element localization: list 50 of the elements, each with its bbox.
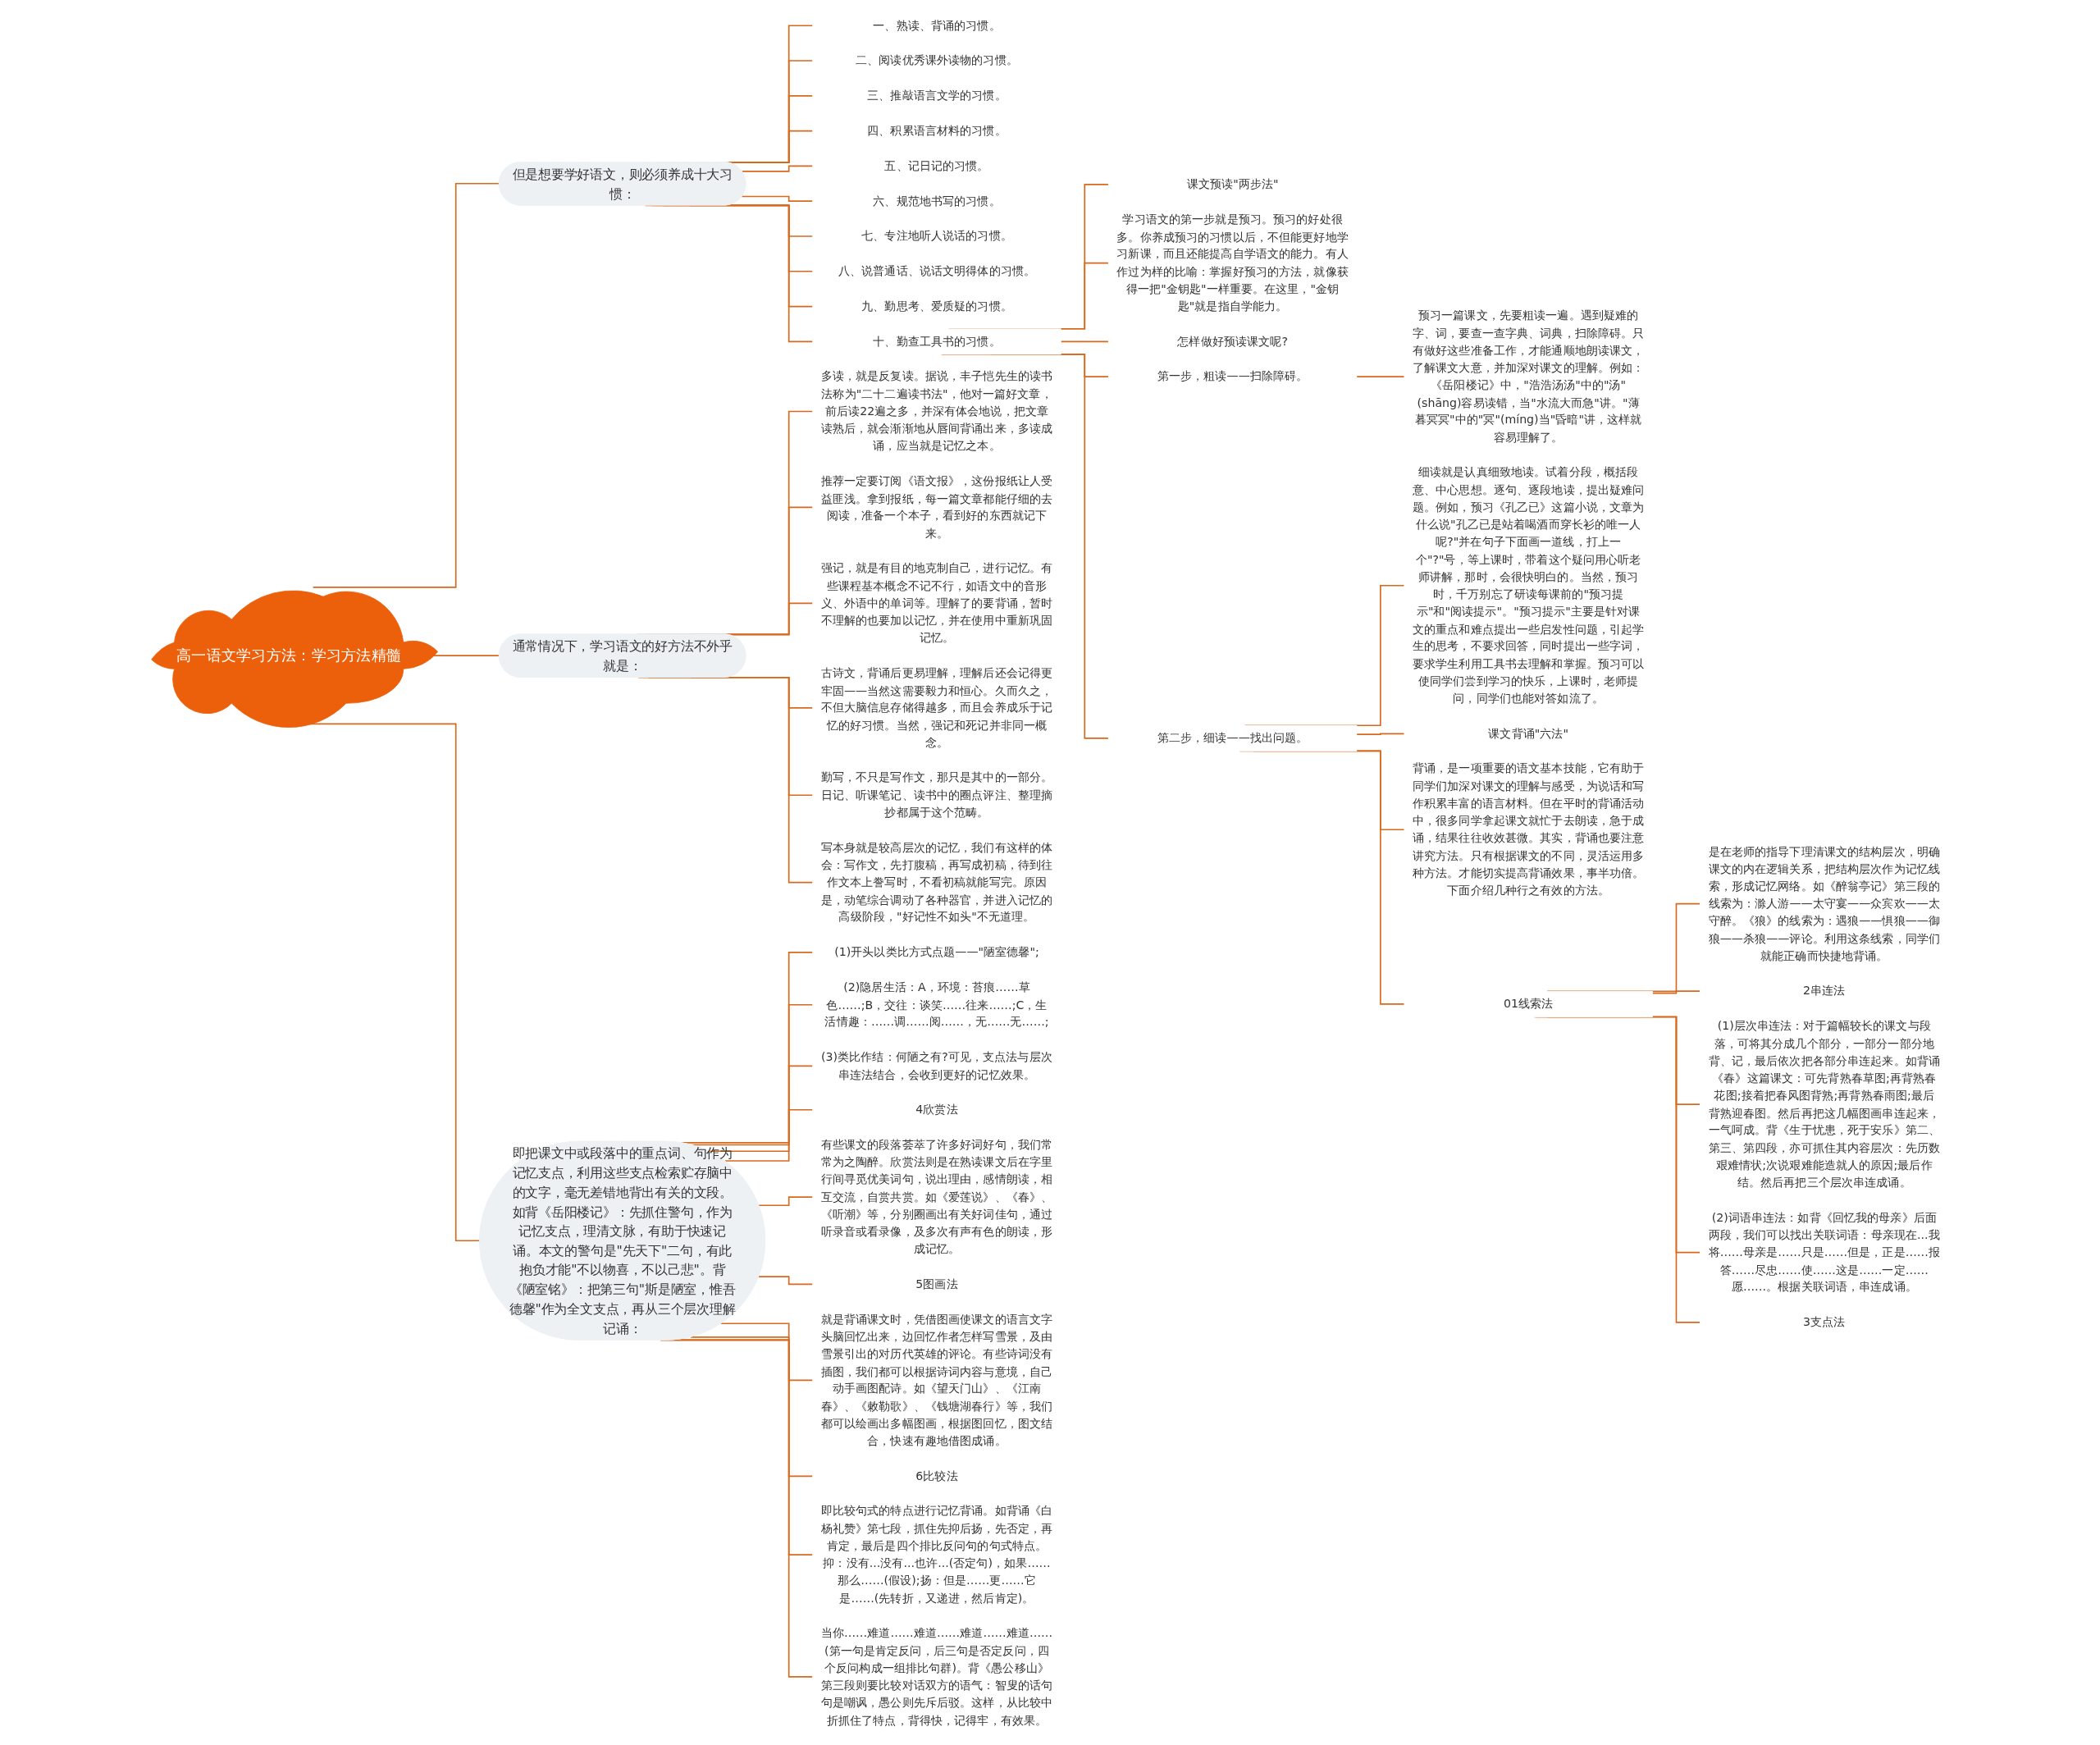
node-text: (2)隐居生活：A，环境：苔痕……草色……;B，交往：谈笑……往来……;C，生活情趣：……调……阅……，无……无……; [824,980,1049,1029]
node-text: 2串连法 [1803,983,1846,998]
connector [758,1195,814,1206]
connector [758,1275,814,1285]
node-text: 二、阅读优秀课外读物的习惯。 [856,53,1019,67]
node-text: 细读就是认真细致地读。试着分段，概括段意、中心思想。逐句、逐段地读，提出疑难问题。例如，预习《孔乙已》这篇小说，文章为什么说"孔乙已是站着喝酒而穿长衫的唯一人呢?"并在句子下面画一道线，打上一个"?"号，等上课时，带着这个疑问用心听老师讲解，那时，会很快明白的。当然，预习时，千万别忘了研读每课前的"预习提示"和"阅读提示"。"预习提示"主要是针对课文的重点和难点提出一些启发性问题，引起学生的思考，不要求回答，同时提出一些字词，要求学生利用工具书去理解和掌握。预习可以使同学们尝到学习的快乐，上课时，老师提问，同学们也能对答如流了。 [1413,464,1645,705]
node-text: 九、勤思考、爱质疑的习惯。 [861,299,1012,313]
node-text: 五、记日记的习惯。 [884,158,989,172]
connector [741,165,814,172]
node-text: 是在老师的指导下理清课文的结构层次，明确课文的内在逻辑关系，把结构层次作为记忆线索，形成记忆网络。如《醉翁亭记》第三段的线索为：滁人游——太守宴——众宾欢——太守醉。《狼》的线索为：遇狼——惧狼——御狼——杀狼——评论。利用这条线索，同学们就能正确而快捷地背诵。 [1708,843,1941,962]
connector [1356,732,1405,735]
node-text: 六、规范地书写的习惯。 [873,193,1001,208]
node-text: 怎样做好预读课文呢? [1177,333,1289,348]
node-text: 第一步，粗读——扫除障碍。 [1157,368,1308,383]
node-text: 有些课文的段落荟萃了许多好词好句，我们常常为之陶醉。欣赏法则是在熟读课文后在字里行间寻觅优美词句，说出理由，感情朗读，相互交流，自赏共赏。如《爱莲说》、《春》、《听潮》等，分别圈画出有关好词佳句，通过听录音或看录像，及多次有声有色的朗读，形成记忆。 [820,1137,1053,1255]
node-text: 八、说普通话、说话文明得体的习惯。 [838,263,1036,277]
connector [1651,989,1701,994]
node-text: 勤写，不只是写作文，那只是其中的一部分。日记、听课笔记、读书中的圈点评注、整理摘抄都属于这个范畴。 [820,770,1053,819]
node-text: 预习一篇课文，先要粗读一遍。遇到疑难的字、词，要查一查字典、词典，扫除障碍。只有做好这些准备工作，才能通顺地朗读课文，了解课文大意，并加深对课文的理解。例如：《岳阳楼记》中，"浩浩汤汤"中的"汤"(shāng)容易读错，当"水流大而急"讲。"薄暮冥冥"中的"冥"(míng)当"昏暗"讲，这样就容易理解了。 [1413,308,1645,444]
node-text: 3支点法 [1803,1314,1846,1329]
node-text: 背诵，是一项重要的语文基本技能，它有助于同学们加深对课文的理解与感受，为说话和写作积累丰富的语言材料。但在平时的背诵活动中，很多同学拿起课文就忙于去朗读，急于成诵，结果往往收效甚微。其实，背诵也要注意讲究方法。只有根据课文的不同，灵活运用多种方法。才能切实提高背诵效果，事半功倍。下面介绍几种行之有效的方法。 [1413,761,1645,897]
node-text: 三、推敲语言文学的习惯。 [867,88,1007,102]
node-text: 七、专注地听人说话的习惯。 [861,228,1012,243]
node-text: 5图画法 [915,1277,958,1290]
connector [1356,375,1405,377]
node-text: 课文预读"两步法" [1186,176,1279,191]
connector [637,676,814,883]
node-text: 课文背诵"六法" [1488,725,1569,740]
node-text: 强记，就是有目的地克制自己，进行记忆。有些课程基本概念不记不行，如语文中的音形义、外语中的单词等。理解了的要背诵，暂时不理解的也要加以记忆，并在使用中重新巩固记忆。 [820,560,1053,644]
node-text: 四、积累语言材料的习惯。 [867,123,1007,137]
node-text: 当你……难道……难道……难道……难道……(第一句是肯定反问，后三句是否定反问，四个反问构成一组排比句群)。背《愚公移山》第三段则要比较对话双方的语气：智叟的话句句是嘲讽，愚公则先斥后驳。这样，从比较中折抓住了特点，背得快，记得牢，有效果。 [820,1625,1053,1726]
node-text: (1)开头以类比方式点题——"陋室德馨"; [834,944,1039,958]
node-text: 学习语文的第一步就是预习。预习的好处很多。你养成预习的习惯以后，不但能更好地学习新课，而且还能提高自学语文的能力。有人作过为样的比喻：掌握好预习的方法，就像获得一把"金钥匙"一样重要。在这里，"金钥匙"就是指自学能力。 [1116,212,1349,313]
connector [313,182,500,588]
connector [690,1336,814,1477]
node-text: 多读，就是反复读。据说，丰子恺先生的读书法称为"二十二遍读书法"，他对一篇好文章，前后读22遍之多，并深有体会地说，把文章读熟后，就会渐渐地从唇间背诵出来，多读成诵，应当就是记忆之本。 [820,368,1053,453]
node-text: 推荐一定要订阅《语文报》，这份报纸让人受益匪浅。拿到报纸，每一篇文章都能仔细的去阅读，准备一个本子，看到好的东西就记下来。 [820,473,1053,540]
node-text: 即比较句式的特点进行记忆背诵。如背诵《白杨礼赞》第七段，抓住先抑后扬，先否定，再肯定，最后是四个排比反问句的句式特点。抑：没有...没有...也许...(否定句)，如果……那么……(假设);扬：但是……更……它是……(先转折，又递进，然后肯定)。 [820,1503,1053,1605]
node-text: 4欣赏法 [915,1102,958,1116]
node-text: 古诗文，背诵后更易理解，理解后还会记得更牢固——当然这需要毅力和恒心。久而久之，不但大脑信息存储得越多，而且会养成乐于记忆的好习惯。当然，强记和死记并非同一概念。 [820,665,1053,749]
connector [1060,340,1110,342]
node-text: 写本身就是较高层次的记忆，我们有这样的体会：写作文，先打腹稿，再写成初稿，待到往作文本上誊写时，不看初稿就能写完。原因是，动笔综合调动了各种器官，并进入记忆的高级阶段，"好记性不如头"不无道理。 [820,839,1053,924]
connector [741,195,814,202]
node-text: (2)词语串连法：如背《回忆我的母亲》后面两段，我们可以找出关联词语：母亲现在...我将……母亲是……只是……但是，正是……报答……尽忠……使……这是……一定……愿……。根据关联词语，串连成诵。 [1708,1209,1941,1294]
connector [720,1322,814,1381]
node-text: (1)层次串连法：对于篇幅较长的课文与段落，可将其分成几个部分，一部分一部分地背、记，最后依次把各部分串连起来。如背诵《春》这篇课文：可先背熟春草图;再背熟春花图;接着把春风图背熟;再背熟春雨图;最后背熟迎春图。然后再把这几幅图画串连起来，一气呵成。背《生于忧患，死于安乐》第二、第三、第四段，亦可抓住其内容层次：先历数艰难情状;次说艰难能造就人的原因;最后作结。然后再把三个层次串连成诵。 [1708,1018,1941,1189]
node-text: 就是背诵课文时，凭借图画使课文的语言文字头脑回忆出来，边回忆作者怎样写雪景，及由雪景引出的对历代英雄的评论。有些诗词没有插图，我们都可以根据诗词内容与意境，自己动手画图配诗。如《望天门山》、《江南春》、《敕勒歌》、《钱塘湖春行》等，我们都可以绘画出多幅图画，根据图回忆，图文结合，快速有趣地借图成诵。 [820,1311,1053,1447]
node-text: 一、熟读、背诵的习惯。 [873,17,1001,32]
node-text: (3)类比作结：何陋之有?可见，支点法与层次串连法结合，会收到更好的记忆效果。 [821,1049,1053,1081]
node-text: 6比较法 [915,1468,958,1482]
